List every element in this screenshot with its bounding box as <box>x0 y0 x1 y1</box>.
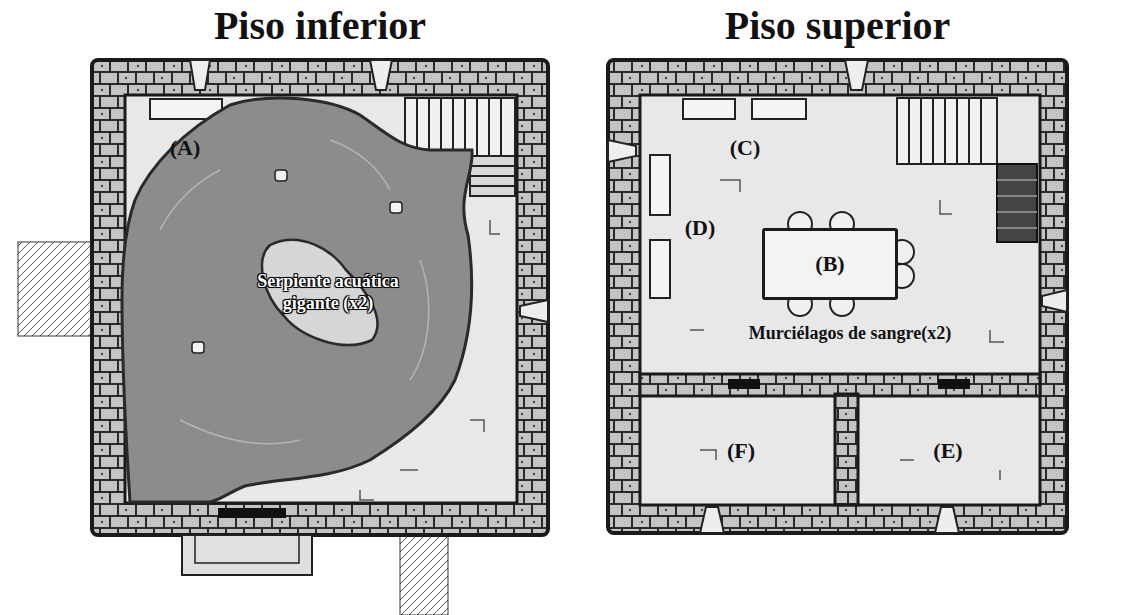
monster-note: Serpiente acuática gigante (x2) <box>228 270 428 314</box>
floor-title: Piso inferior <box>92 2 548 50</box>
entrance-step <box>182 535 312 575</box>
callout-letter: (D) <box>685 215 716 241</box>
table: (B) <box>762 228 898 300</box>
window <box>845 60 868 90</box>
window <box>190 60 210 90</box>
door <box>218 508 286 518</box>
rock <box>275 170 287 181</box>
window <box>520 300 548 322</box>
rock <box>390 202 402 213</box>
bench <box>752 99 806 119</box>
door <box>938 379 970 389</box>
floor-crack <box>690 180 1004 480</box>
floor-plan: Piso inferiorSerpiente acuática gigante … <box>92 60 548 535</box>
door <box>728 379 760 389</box>
callout-letter: (E) <box>933 438 962 464</box>
window <box>1042 290 1067 312</box>
floor-title: Piso superior <box>608 2 1067 50</box>
outside-ground <box>18 242 94 336</box>
outside-ground <box>400 533 448 615</box>
stone-wall <box>92 60 548 535</box>
bench <box>683 99 735 119</box>
window <box>370 60 392 90</box>
room: (E) <box>860 398 1036 504</box>
window <box>700 507 724 533</box>
ripple <box>160 140 429 444</box>
room: (F) <box>648 398 834 504</box>
bench <box>650 155 670 215</box>
callout-letter: (F) <box>727 438 755 464</box>
window <box>935 507 959 533</box>
island <box>262 240 377 345</box>
monster-note: Murciélagos de sangre(x2) <box>749 323 951 344</box>
water <box>122 98 472 502</box>
window <box>608 140 636 162</box>
entrance-step <box>195 535 299 563</box>
callout-letter: (A) <box>170 135 201 161</box>
callout-letter: (B) <box>815 251 844 277</box>
callout-letter: (C) <box>730 135 761 161</box>
floor-ground <box>640 95 1040 505</box>
stairs <box>897 98 1037 242</box>
stone-wall <box>835 394 858 505</box>
stone-wall <box>608 60 1067 533</box>
bench <box>650 240 670 298</box>
floor-plan: Piso superior(B)(F)(E) <box>608 60 1067 533</box>
rock <box>192 342 204 353</box>
